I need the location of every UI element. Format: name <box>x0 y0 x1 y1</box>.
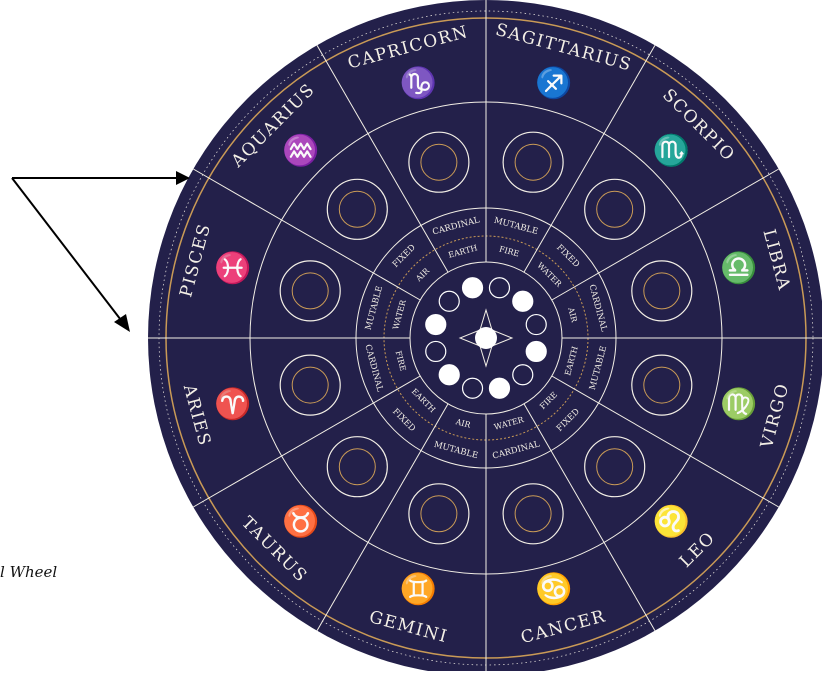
arrow-head-lower <box>114 314 130 332</box>
sign-glyph-icon: ♋ <box>535 571 572 607</box>
sign-glyph-icon: ♑ <box>400 65 437 101</box>
sign-glyph-icon: ♒ <box>282 133 319 169</box>
sign-glyph-icon: ♎ <box>720 250 757 286</box>
sign-glyph-icon: ♐ <box>535 65 572 101</box>
yin-yang-icon <box>513 291 533 311</box>
sign-glyph-icon: ♏ <box>653 133 690 169</box>
figure-caption: l Wheel <box>0 563 57 581</box>
sign-glyph-icon: ♈ <box>214 386 251 422</box>
yin-yang-icon <box>439 365 459 385</box>
yin-yang-icon <box>463 278 483 298</box>
sign-glyph-icon: ♍ <box>720 386 757 422</box>
arrow-line-lower <box>12 178 124 324</box>
sign-glyph-icon: ♊ <box>400 571 437 607</box>
yin-yang-icon <box>426 315 446 335</box>
sign-glyph-icon: ♉ <box>282 503 319 539</box>
yin-yang-icon <box>526 341 546 361</box>
yin-yang-icon <box>489 378 509 398</box>
sign-glyph-icon: ♓ <box>214 250 251 286</box>
sign-glyph-icon: ♌ <box>653 503 690 539</box>
